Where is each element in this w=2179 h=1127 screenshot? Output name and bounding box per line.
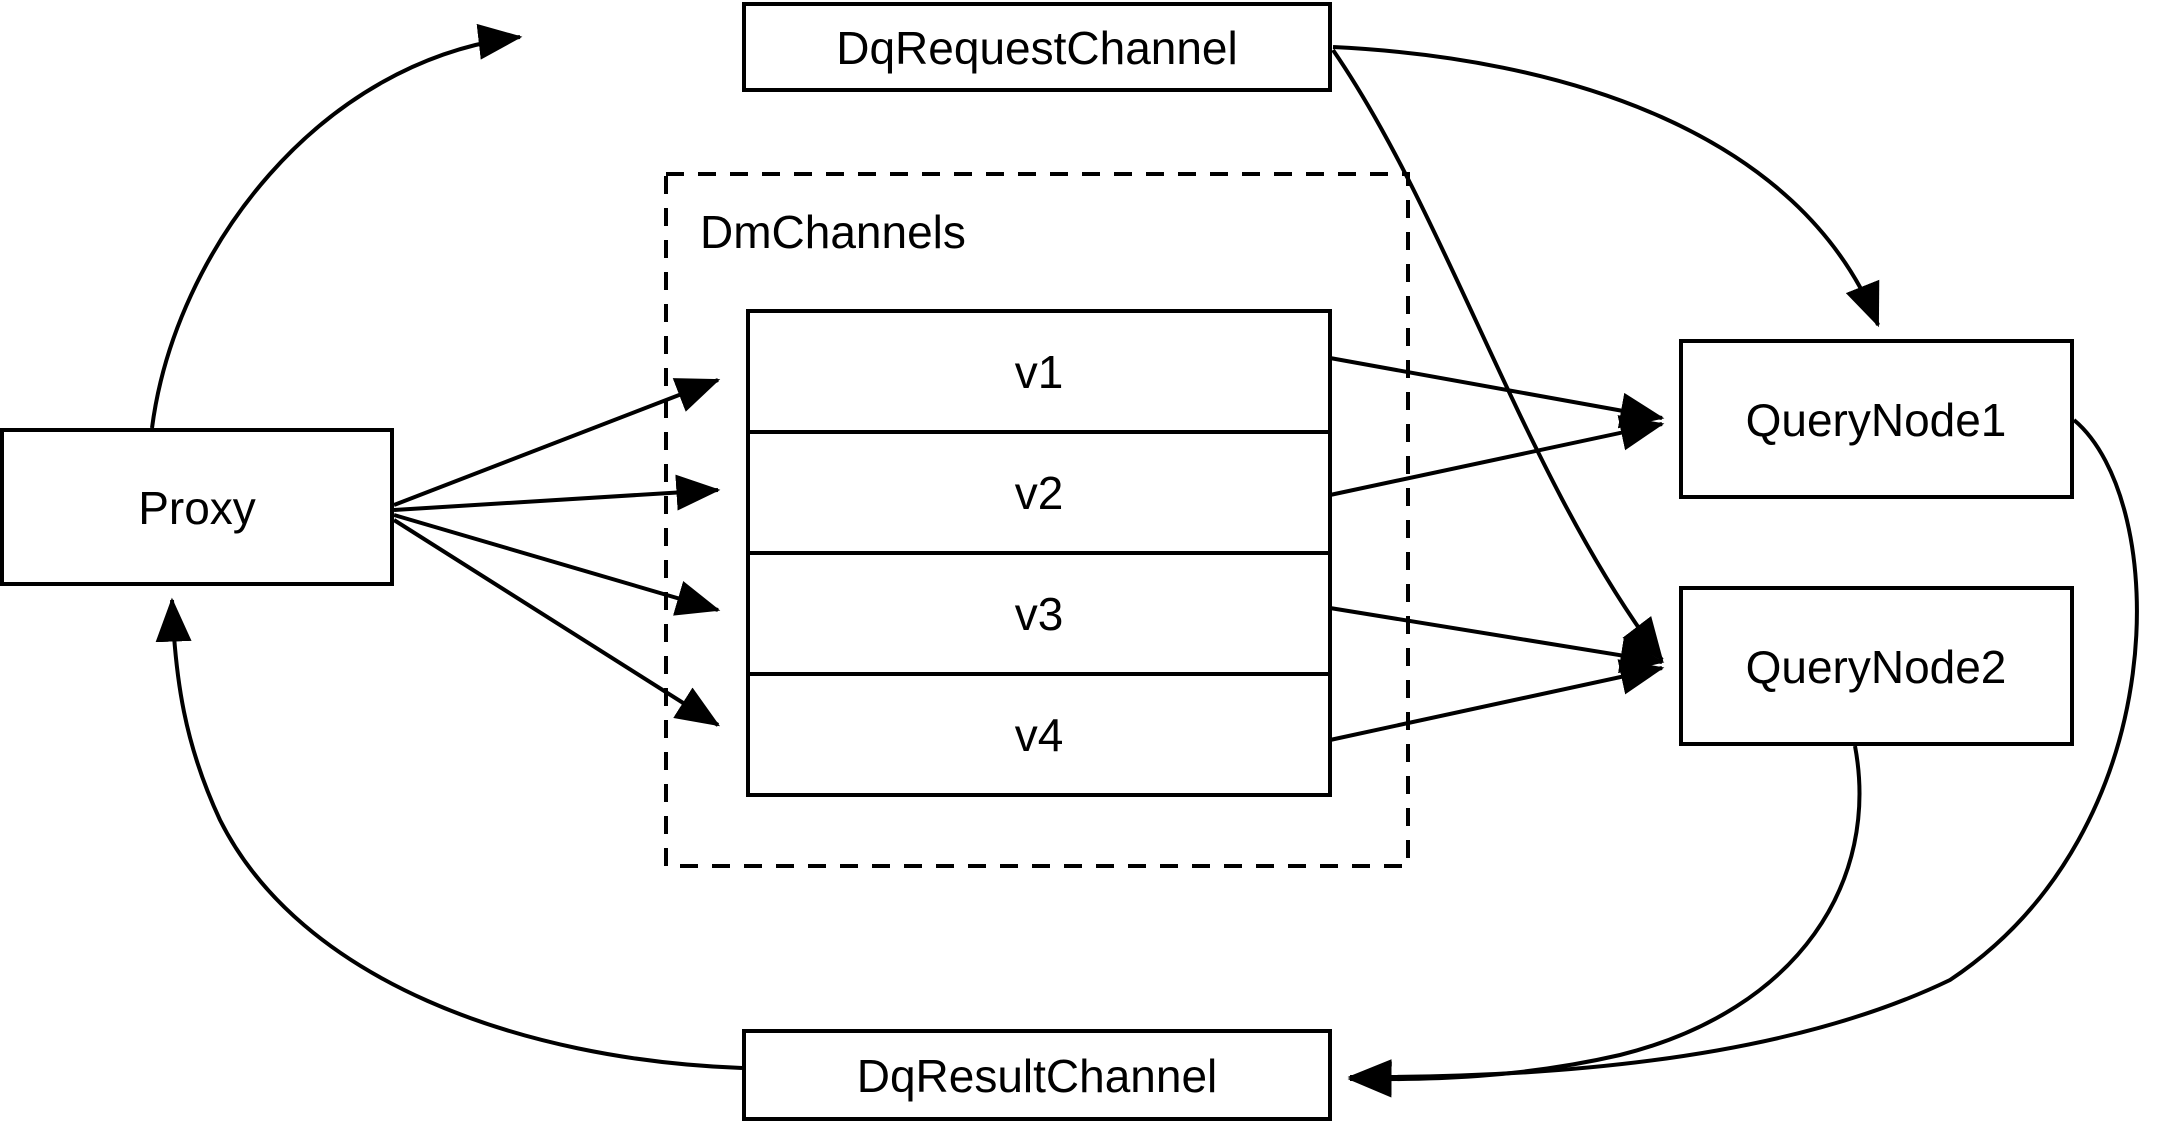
proxy-label: Proxy — [138, 482, 256, 534]
edge-dq-request-channel-to-query-node-2 — [1331, 48, 1664, 662]
dq-result-channel-box[interactable] — [742, 1029, 1332, 1121]
query-node-2-box[interactable] — [1679, 586, 2074, 746]
row-label-v1: v1 — [1015, 346, 1064, 398]
edge-proxy-to-dq-request-channel — [150, 23, 523, 429]
dq-request-channel-box[interactable] — [742, 2, 1332, 92]
dq-request-channel-label: DqRequestChannel — [836, 22, 1238, 74]
edge-v1-to-query-node-1 — [1329, 356, 1665, 429]
query-node-1-box[interactable] — [1679, 339, 2074, 499]
proxy-box[interactable] — [0, 428, 394, 586]
row-label-v2: v2 — [1015, 467, 1064, 519]
edge-v4-to-query-node-2 — [1329, 659, 1665, 742]
edge-proxy-to-v3 — [393, 513, 721, 616]
edge-v3-to-query-node-2 — [1329, 606, 1665, 674]
edge-proxy-to-v1 — [393, 378, 721, 507]
row-label-v3: v3 — [1015, 588, 1064, 640]
query-node-2-label: QueryNode2 — [1746, 641, 2007, 693]
edge-dq-result-channel-to-proxy — [155, 597, 743, 1070]
dm-channels-group — [664, 172, 1410, 868]
edge-proxy-to-v2 — [393, 474, 721, 512]
dq-result-channel-label: DqResultChannel — [857, 1050, 1218, 1102]
edge-query-node-1-to-dq-result-channel — [1347, 418, 2139, 1096]
edge-proxy-to-v4 — [392, 518, 721, 727]
query-node-1-label: QueryNode1 — [1746, 394, 2007, 446]
edge-v2-to-query-node-1 — [1329, 415, 1665, 497]
dm-channels-label: DmChannels — [700, 206, 966, 258]
edge-query-node-2-to-dq-result-channel — [1347, 745, 1862, 1098]
row-label-v4: v4 — [1015, 709, 1064, 761]
edge-dq-request-channel-to-query-node-1 — [1332, 45, 1880, 328]
